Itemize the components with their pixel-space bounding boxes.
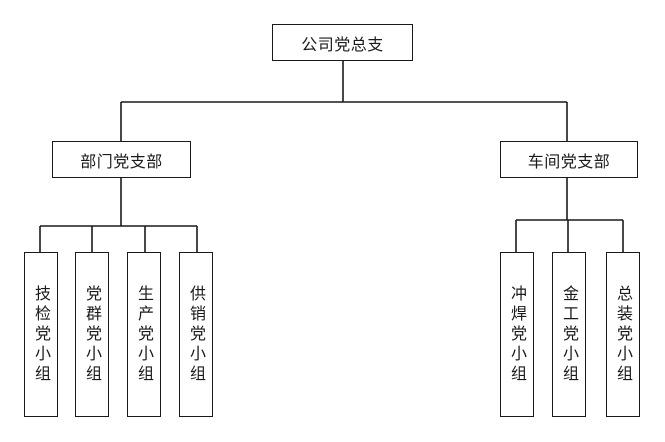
org-node-branch-workshop: 车间党支部 xyxy=(500,141,638,178)
org-node-group-party: 党群党小组 xyxy=(75,252,109,417)
org-node-group-supply: 供销党小组 xyxy=(179,252,213,417)
org-node-group-assembly: 总装党小组 xyxy=(606,252,640,417)
org-node-group-machining: 金工党小组 xyxy=(552,252,586,417)
org-node-group-stamping: 冲焊党小组 xyxy=(500,252,534,417)
org-node-branch-dept: 部门党支部 xyxy=(52,141,191,178)
org-node-group-production: 生产党小组 xyxy=(127,252,161,417)
org-node-root: 公司党总支 xyxy=(272,24,413,61)
org-node-group-tech: 技检党小组 xyxy=(24,252,58,417)
